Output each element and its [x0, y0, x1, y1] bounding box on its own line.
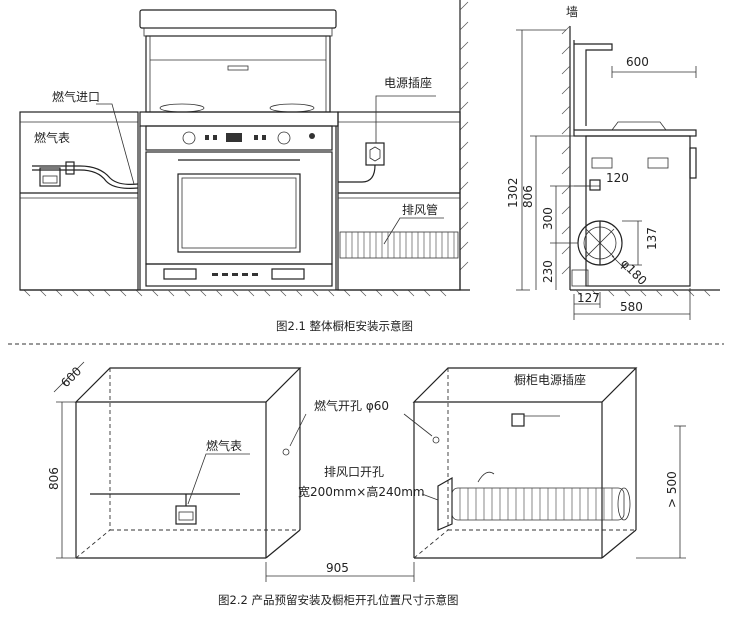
fig2-label-socket: 橱柜电源插座 — [514, 372, 586, 387]
dim-580: 580 — [620, 300, 643, 314]
left-cabinet — [19, 111, 139, 291]
fig2-label-vent-hole: 排风口开孔 — [324, 465, 384, 479]
label-power-socket: 电源插座 — [384, 75, 432, 90]
gas-meter-assembly — [32, 103, 139, 189]
fig2-left-box — [74, 367, 302, 559]
fig2-dim-905: 905 — [326, 561, 349, 575]
dim-120: 120 — [606, 171, 629, 185]
fig2-dim-806: 806 — [47, 467, 61, 490]
fig1-front-view: 燃气进口 燃气表 电源插座 — [19, 0, 470, 297]
label-gas-inlet: 燃气进口 — [52, 89, 100, 104]
bottom-display — [212, 273, 258, 276]
fig2-dim-600: 600 — [58, 364, 84, 390]
label-exhaust-pipe: 排风管 — [402, 202, 438, 217]
integrated-stove — [139, 9, 339, 290]
dim-230: 230 — [541, 260, 555, 283]
control-buttons — [205, 133, 315, 142]
fig2-label-vent-size: 宽200mm×高240mm — [298, 484, 425, 499]
dim-1302: 1302 — [506, 177, 520, 208]
dim-300: 300 — [541, 207, 555, 230]
caption-fig-2-1: 图2.1 整体橱柜安装示意图 — [276, 319, 413, 333]
fig2-label-gas-meter: 燃气表 — [206, 438, 242, 453]
label-gas-meter: 燃气表 — [34, 130, 70, 145]
caption-fig-2-2: 图2.2 产品预留安装及橱柜开孔位置尺寸示意图 — [218, 593, 458, 607]
dim-127: 127 — [577, 291, 600, 305]
exhaust-pipe — [339, 217, 459, 259]
power-socket — [338, 95, 436, 183]
dim-phi180: φ180 — [618, 256, 650, 288]
fig2-label-gas-hole: 燃气开孔 φ60 — [314, 398, 389, 413]
label-wall: 墙 — [566, 5, 578, 19]
dim-600-top: 600 — [626, 55, 649, 69]
fig1-side-view: 墙 — [506, 5, 720, 320]
dim-806: 806 — [521, 185, 535, 208]
right-cabinet — [337, 111, 461, 291]
dim-137: 137 — [645, 227, 659, 250]
fig2-right-box — [412, 367, 638, 559]
fig2-dim-500: > 500 — [665, 471, 679, 508]
fig2-cabinet-openings: 燃气表 — [47, 361, 686, 582]
